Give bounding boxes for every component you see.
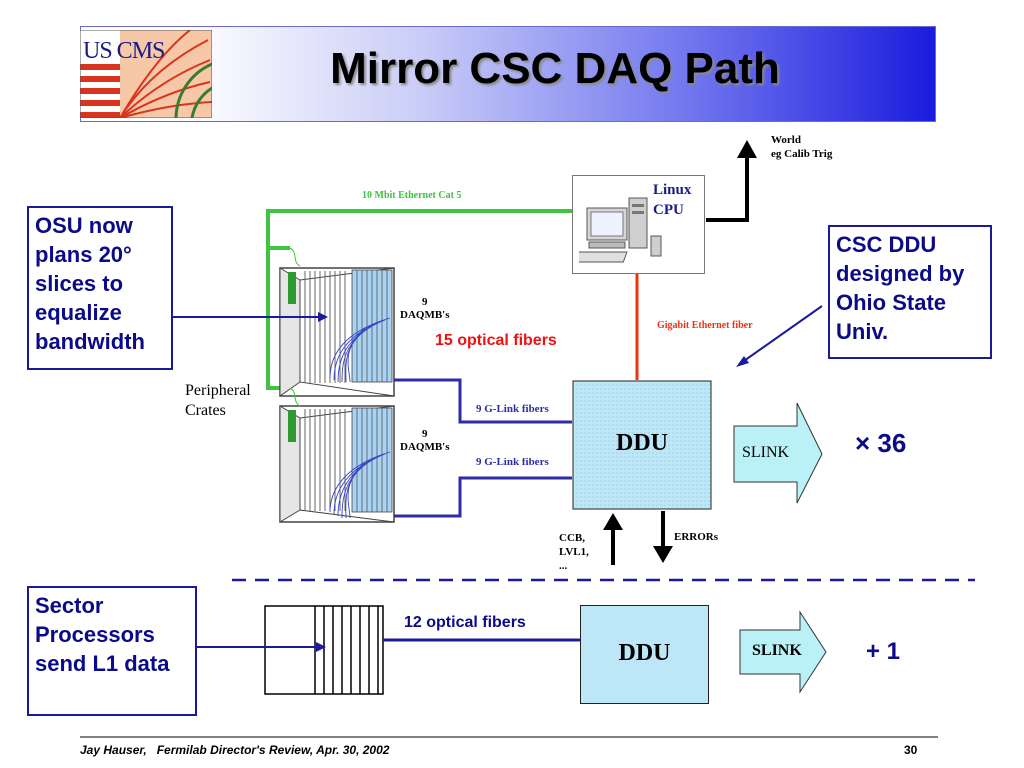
world-label-line2: eg Calib Trig bbox=[771, 148, 833, 160]
ddu-box-upper bbox=[572, 380, 712, 510]
daqmb-name-upper: DAQMB's bbox=[400, 309, 450, 321]
cpu-label-linux: Linux bbox=[653, 182, 692, 198]
plus-one-label: + 1 bbox=[866, 638, 901, 665]
footer-author: Jay Hauser, Fermilab Director's Review, … bbox=[80, 743, 390, 757]
slink-label-upper: SLINK bbox=[742, 444, 790, 461]
daqmb-count-lower: 9 bbox=[422, 428, 428, 440]
computer-icon bbox=[579, 197, 662, 263]
peripheral-crate-lower bbox=[279, 405, 395, 523]
callout-csc-ddu: CSC DDU designed by Ohio State Univ. bbox=[828, 225, 992, 359]
optical-15-label: 15 optical fibers bbox=[435, 332, 557, 349]
glink-label-upper: 9 G-Link fibers bbox=[476, 403, 549, 415]
slink-arrow-lower bbox=[739, 610, 827, 694]
multiplier-label: × 36 bbox=[855, 428, 907, 458]
callout-sector: Sector Processors send L1 data bbox=[27, 586, 197, 716]
peripheral-crates-label: Peripheral Crates bbox=[185, 381, 251, 421]
world-label-line1: World bbox=[771, 134, 801, 146]
callout-osu: OSU now plans 20° slices to equalize ban… bbox=[27, 206, 173, 370]
uscms-logo: US CMS bbox=[79, 29, 213, 119]
glink-fibers bbox=[394, 378, 572, 518]
peripheral-label-line1: Peripheral bbox=[185, 382, 251, 399]
ddu-box-lower bbox=[580, 605, 709, 704]
ethernet-label: 10 Mbit Ethernet Cat 5 bbox=[362, 190, 462, 201]
gigabit-label: Gigabit Ethernet fiber bbox=[657, 320, 753, 331]
world-arrow bbox=[706, 155, 749, 222]
optical-12-label: 12 optical fibers bbox=[404, 614, 526, 631]
linux-cpu-box: Linux CPU bbox=[572, 175, 705, 274]
peripheral-crate-upper bbox=[279, 267, 395, 397]
errors-label: ERRORs bbox=[674, 531, 719, 543]
cpu-label-cpu: CPU bbox=[653, 202, 684, 218]
daqmb-label-lower: 9 DAQMB's bbox=[400, 428, 450, 454]
daqmb-count-upper: 9 bbox=[422, 296, 428, 308]
ethernet-cable bbox=[266, 209, 575, 390]
slink-arrow-upper bbox=[733, 402, 823, 504]
ccb-label: CCB, LVL1, ... bbox=[559, 531, 589, 573]
ccb-label-line3: ... bbox=[559, 560, 568, 572]
logo-text: US CMS bbox=[83, 38, 165, 64]
title-bar bbox=[80, 26, 936, 122]
daqmb-label-upper: 9 DAQMB's bbox=[400, 296, 450, 322]
ddu-label-lower: DDU bbox=[618, 640, 671, 666]
slide-title: Mirror CSC DAQ Path bbox=[330, 44, 780, 93]
slink-label-lower: SLINK bbox=[752, 642, 802, 659]
ddu-label-upper: DDU bbox=[616, 430, 668, 456]
ccb-label-line2: LVL1, bbox=[559, 546, 589, 558]
glink-label-lower: 9 G-Link fibers bbox=[476, 458, 549, 468]
daqmb-name-lower: DAQMB's bbox=[400, 441, 450, 453]
sector-processor-crate bbox=[264, 605, 384, 695]
peripheral-label-line2: Crates bbox=[185, 402, 226, 419]
page-number: 30 bbox=[904, 743, 918, 757]
world-label: World eg Calib Trig bbox=[771, 133, 832, 161]
ccb-label-line1: CCB, bbox=[559, 532, 585, 544]
